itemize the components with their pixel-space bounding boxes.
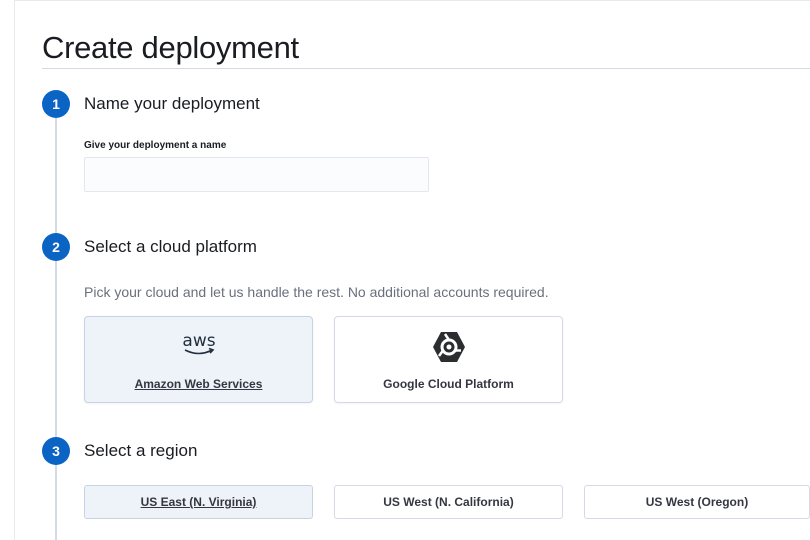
step-3-number: 3	[42, 437, 70, 465]
top-divider	[14, 0, 810, 1]
step-1-title: Name your deployment	[84, 94, 260, 113]
deployment-name-label: Give your deployment a name	[84, 140, 227, 151]
aws-option-label: Amazon Web Services	[134, 377, 263, 391]
left-divider	[14, 0, 15, 540]
title-divider	[42, 68, 810, 69]
cloud-platform-description: Pick your cloud and let us handle the re…	[84, 284, 549, 300]
steps-timeline	[55, 118, 57, 540]
step-2-title: Select a cloud platform	[84, 237, 257, 256]
step-3-title: Select a region	[84, 441, 198, 460]
region-us-west-california-button[interactable]: US West (N. California)	[334, 485, 563, 519]
step-1-number: 1	[42, 90, 70, 118]
page-title: Create deployment	[42, 30, 299, 65]
aws-logo-text: aws	[182, 331, 215, 351]
deployment-name-input[interactable]	[84, 157, 429, 192]
gcp-option-label: Google Cloud Platform	[383, 377, 514, 391]
aws-logo-icon: aws	[85, 329, 312, 359]
aws-option-card[interactable]: aws Amazon Web Services	[84, 316, 313, 403]
google-cloud-logo-icon	[335, 329, 562, 365]
step-2-number: 2	[42, 233, 70, 261]
region-us-west-oregon-button[interactable]: US West (Oregon)	[584, 485, 810, 519]
region-us-east-button[interactable]: US East (N. Virginia)	[84, 485, 313, 519]
gcp-option-card[interactable]: Google Cloud Platform	[334, 316, 563, 403]
